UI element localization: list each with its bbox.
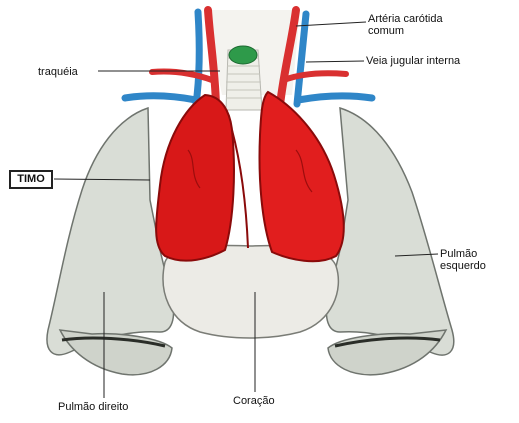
label-left-lung: Pulmão esquerdo — [440, 248, 486, 272]
left-lung-lower-lobe — [328, 330, 446, 375]
jugular-leader — [306, 61, 364, 62]
label-thymus: TIMO — [9, 170, 53, 189]
label-internal-jugular-vein: Veia jugular interna — [366, 55, 460, 67]
label-heart: Coração — [233, 395, 275, 407]
label-carotid-line2: comum — [368, 25, 443, 37]
left-internal-jugular-vein — [196, 12, 199, 104]
thymus — [156, 92, 344, 261]
left-subclavian-artery — [152, 71, 212, 80]
label-right-lung: Pulmão direito — [58, 401, 128, 413]
thyroid-gland — [229, 46, 257, 64]
label-carotid-line1: Artéria carótida — [368, 13, 443, 25]
label-common-carotid-artery: Artéria carótida comum — [368, 13, 443, 37]
right-brachiocephalic-vein — [298, 96, 372, 100]
left-brachiocephalic-vein — [125, 96, 196, 100]
left-lung — [327, 108, 454, 355]
label-trachea: traquéia — [38, 66, 78, 78]
right-lung — [47, 108, 174, 355]
label-left-lung-line2: esquerdo — [440, 260, 486, 272]
right-lung-lower-lobe — [60, 330, 172, 375]
right-subclavian-artery — [284, 73, 346, 80]
label-left-lung-line1: Pulmão — [440, 248, 486, 260]
thymus-left-lobe — [260, 92, 344, 261]
